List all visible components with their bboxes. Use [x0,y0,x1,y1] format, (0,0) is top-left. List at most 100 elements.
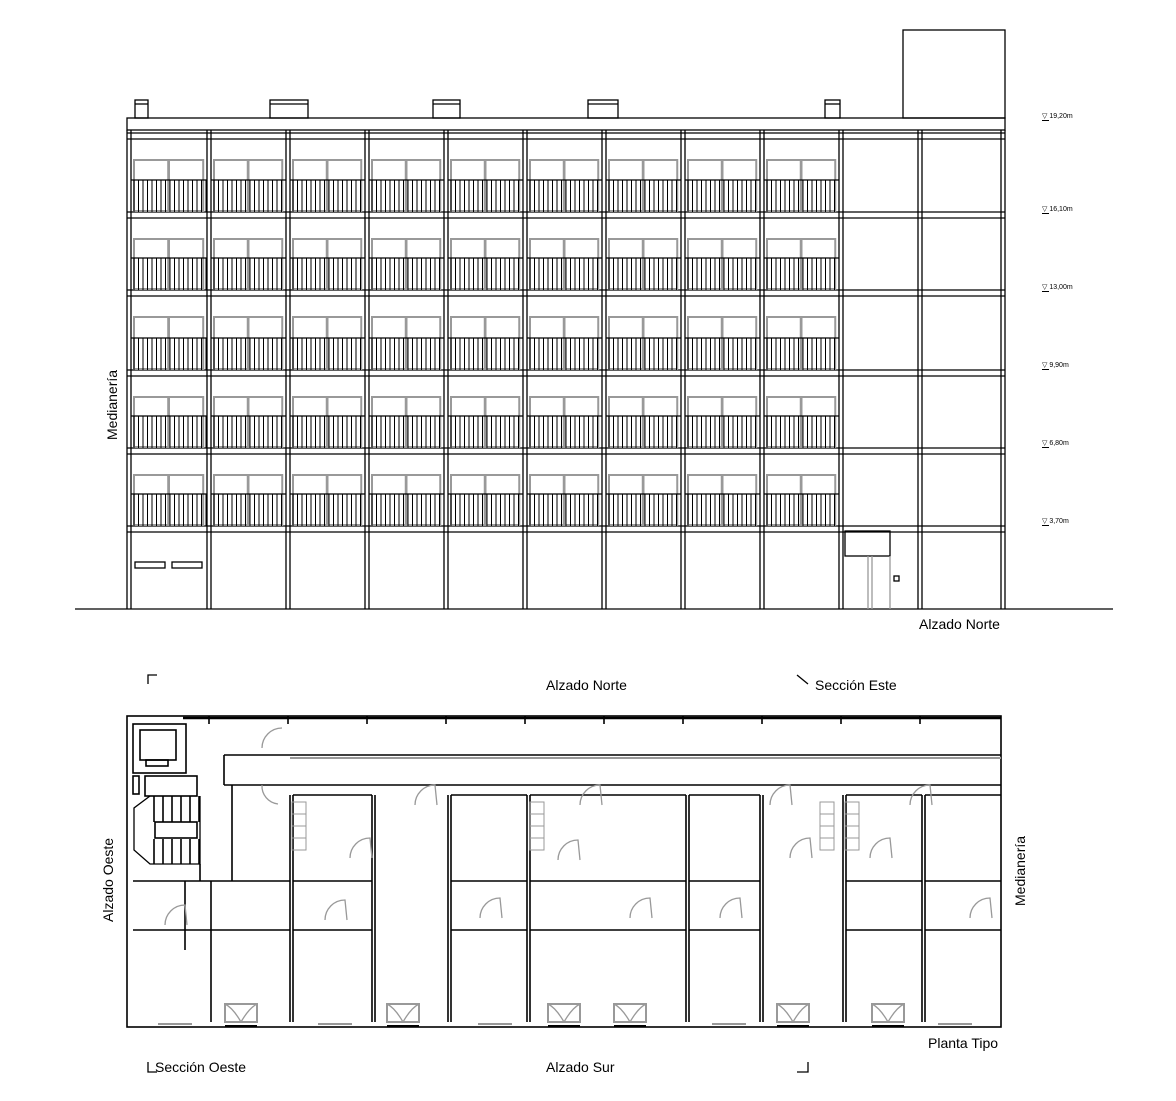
door-swing [386,1003,420,1023]
window [642,396,679,448]
window [800,474,837,526]
elevation-side-label: Medianería [104,369,120,440]
window [800,238,837,290]
window [213,474,249,526]
window [687,316,723,370]
closet [529,825,545,839]
window [213,238,249,290]
door-swing [547,1003,581,1023]
level-triangle-icon: ▽ [1042,113,1050,121]
window [766,474,802,526]
window [326,316,363,370]
level-marker: ▽ 3,70m [1042,517,1069,526]
closet [529,813,545,827]
level-triangle-icon: ▽ [1042,518,1050,526]
window [450,396,486,448]
window [247,238,284,290]
plan-bottom-label: Alzado Sur [546,1059,615,1075]
plan-top-label: Alzado Norte [546,677,627,693]
level-triangle-icon: ▽ [1042,284,1050,292]
window [484,159,521,212]
window [484,238,521,290]
window [247,159,284,212]
window [529,238,565,290]
closet [819,837,835,851]
window [529,396,565,448]
door-swing [869,837,893,859]
door-swing [613,1003,647,1023]
section-mark [797,1062,809,1073]
plan-bottom-left-label: Sección Oeste [155,1059,247,1075]
level-value: 16,10m [1049,206,1073,213]
section-mark [147,1062,157,1073]
window [326,159,363,212]
window [529,316,565,370]
level-marker: ▽ 19,20m [1042,112,1073,121]
level-marker: ▽ 16,10m [1042,205,1073,214]
closet [819,825,835,839]
window [168,396,205,448]
shaft [132,775,140,795]
roof-parapet [126,117,1006,131]
window [608,316,644,370]
level-triangle-icon: ▽ [1042,362,1050,370]
window [766,396,802,448]
window [326,474,363,526]
level-value: 9,90m [1049,362,1069,369]
door-swing [224,1003,258,1023]
window [292,159,328,212]
penthouse-volume [902,29,1006,119]
window [247,316,284,370]
door-swing [769,784,793,806]
level-marker: ▽ 9,90m [1042,361,1069,370]
window [450,238,486,290]
window [450,474,486,526]
plan-right-label: Medianería [1012,835,1028,906]
window [168,159,205,212]
window [721,316,758,370]
typical-floor-plan [126,674,1002,1073]
window [168,474,205,526]
entrance-canopy [844,530,891,557]
window [213,159,249,212]
door-swing [719,897,743,919]
window [247,474,284,526]
door-swing [261,727,283,749]
window [529,474,565,526]
window [405,396,442,448]
plan-left-label: Alzado Oeste [100,837,116,922]
window [687,238,723,290]
door-swing [324,899,348,921]
window [800,316,837,370]
window [450,159,486,212]
window [133,396,170,448]
window [800,396,837,448]
closet [819,813,835,827]
door-swing [629,897,653,919]
window [292,474,328,526]
closet [844,813,860,827]
window [371,159,407,212]
roof-unit [824,99,841,119]
closet [844,801,860,815]
window [721,474,758,526]
section-mark [147,674,157,684]
closet [291,813,307,827]
duct [144,775,198,797]
window [405,474,442,526]
door-swing [414,784,438,806]
window [766,159,802,212]
window [371,238,407,290]
window [133,238,170,290]
door-swing [261,784,279,805]
window [721,238,758,290]
section-mark [796,674,809,685]
window [450,316,486,370]
closet [529,837,545,851]
window [563,316,600,370]
window [687,474,723,526]
exterior-wall [126,715,1002,1028]
window [563,238,600,290]
window [133,474,170,526]
